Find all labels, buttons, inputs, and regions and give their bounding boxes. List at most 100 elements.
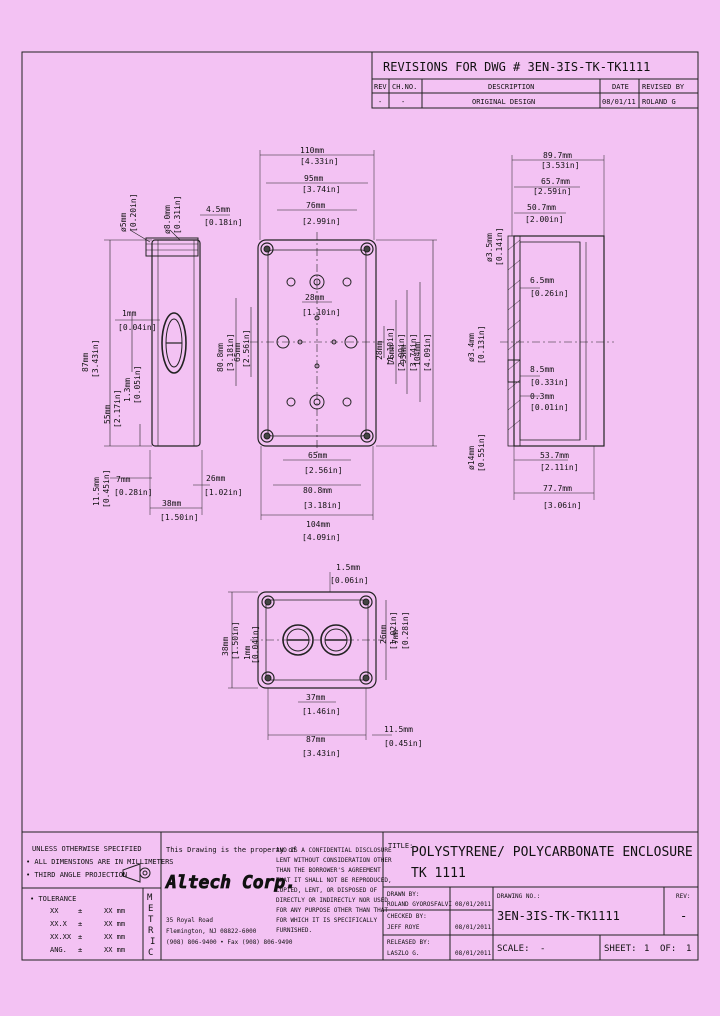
front-view bbox=[235, 150, 437, 520]
dim-label: 53.7mm bbox=[540, 451, 569, 460]
dim-label: 77.7mm bbox=[543, 484, 572, 493]
revised-by-value: ROLAND G bbox=[642, 98, 676, 106]
released-label: RELEASED BY: bbox=[387, 939, 430, 946]
title-block-text: UNLESS OTHERWISE SPECIFIED • ALL DIMENSI… bbox=[26, 842, 693, 958]
dim-label: [3.74in] bbox=[302, 185, 341, 194]
dim-label: [0.45in] bbox=[102, 469, 111, 508]
tolerance-format: XX.X bbox=[50, 920, 68, 928]
rev-value: - bbox=[378, 98, 382, 106]
tolerance-value: XX mm bbox=[104, 920, 125, 928]
right-view-dimensions: 89.7mm [3.53in] 65.7mm [2.59in] 50.7mm [… bbox=[467, 151, 582, 510]
dim-label: [3.43in] bbox=[302, 749, 341, 758]
revision-title: REVISIONS FOR DWG # 3EN-3IS-TK-TK1111 bbox=[383, 60, 650, 74]
dim-label: 8.5mm bbox=[530, 365, 554, 374]
note-projection: • THIRD ANGLE PROJECTION bbox=[26, 871, 127, 879]
dim-label: [1.10in] bbox=[386, 327, 395, 366]
dim-label: 95mm bbox=[399, 345, 408, 364]
dim-label: [2.11in] bbox=[540, 463, 579, 472]
metric-letter: I bbox=[150, 937, 155, 947]
dim-label: [2.17in] bbox=[113, 389, 122, 428]
corner-screw-icon bbox=[359, 595, 373, 609]
dim-label: 76mm bbox=[306, 201, 325, 210]
dim-label: 26mm bbox=[379, 625, 388, 644]
corner-screw-icon bbox=[359, 671, 373, 685]
dim-label: 1mm bbox=[122, 309, 137, 318]
left-view bbox=[104, 214, 230, 515]
tolerance-sign: ± bbox=[78, 933, 82, 941]
dim-label: 65.7mm bbox=[541, 177, 570, 186]
bottom-view bbox=[228, 572, 392, 740]
dim-label: [0.14in] bbox=[495, 227, 504, 266]
drawn-date: 08/01/2011 bbox=[455, 901, 492, 908]
tolerance-format: ANG. bbox=[50, 946, 67, 954]
dim-label: 7mm bbox=[391, 629, 400, 644]
dim-label: 0.3mm bbox=[530, 392, 554, 401]
dim-label: [4.33in] bbox=[300, 157, 339, 166]
rev-header: REV bbox=[374, 83, 387, 91]
scale-label: SCALE: bbox=[497, 944, 530, 954]
confidential-line: AND IS A CONFIDENTIAL DISCLOSURE bbox=[276, 847, 392, 854]
dim-label: [3.53in] bbox=[541, 161, 580, 170]
dim-label: [1.02in] bbox=[204, 488, 243, 497]
dim-label: 55mm bbox=[103, 405, 112, 424]
dim-label: ø14mm bbox=[467, 446, 476, 470]
dim-label: 11.5mm bbox=[384, 725, 413, 734]
confidential-line: LENT WITHOUT CONSIDERATION OTHER bbox=[276, 857, 392, 864]
corner-screw-icon bbox=[360, 429, 374, 443]
confidential-line: THAN THE BORROWER'S AGREEMENT bbox=[276, 867, 381, 874]
dim-label: 38mm bbox=[162, 499, 181, 508]
dim-label: [0.31in] bbox=[173, 195, 182, 234]
dim-label: ø5mm bbox=[119, 213, 128, 232]
dim-label: 50.7mm bbox=[527, 203, 556, 212]
corner-screw-icon bbox=[261, 671, 275, 685]
tolerance-value: XX mm bbox=[104, 933, 125, 941]
title-block bbox=[21, 831, 699, 961]
dim-label: [3.06in] bbox=[543, 501, 582, 510]
dim-label: 28mm bbox=[305, 293, 324, 302]
description-header: DESCRIPTION bbox=[488, 83, 534, 91]
dim-label: [0.06in] bbox=[330, 576, 369, 585]
confidential-line: COPIED, LENT, OR DISPOSED OF bbox=[276, 887, 378, 894]
dim-label: ø3.4mm bbox=[467, 333, 476, 362]
dim-label: 38mm bbox=[221, 637, 230, 656]
corner-screw-icon bbox=[260, 242, 274, 256]
released-by: LASZLO G. bbox=[387, 950, 420, 957]
note-dimensions: • ALL DIMENSIONS ARE IN MILLIMETERS bbox=[26, 858, 174, 866]
dim-label: ø8.0mm bbox=[163, 205, 172, 234]
dim-label: 65mm bbox=[308, 451, 327, 460]
drawn-label: DRAWN BY: bbox=[387, 891, 420, 898]
tolerance-value: XX mm bbox=[104, 946, 125, 954]
dim-label: [3.74in] bbox=[409, 333, 418, 372]
confidential-line: FURNISHED. bbox=[276, 927, 312, 934]
description-value: ORIGINAL DESIGN bbox=[472, 98, 535, 106]
right-view bbox=[500, 155, 614, 500]
dim-label: [0.28in] bbox=[114, 488, 153, 497]
dim-label: 1.5mm bbox=[336, 563, 360, 572]
drawing-no: 3EN-3IS-TK-TK1111 bbox=[497, 909, 620, 923]
confidential-line: FOR ANY PURPOSE OTHER THAN THAT bbox=[276, 907, 388, 914]
dim-label: [0.26in] bbox=[530, 289, 569, 298]
dim-label: [0.05in] bbox=[133, 365, 142, 404]
metric-letter: M bbox=[147, 893, 153, 903]
dim-label: 65mm bbox=[233, 343, 242, 362]
drawing-no-label: DRAWING NO.: bbox=[497, 893, 540, 900]
dim-label: 28mm bbox=[375, 341, 384, 360]
corner-screw-icon bbox=[360, 242, 374, 256]
chno-header: CH.NO. bbox=[392, 83, 417, 91]
dim-label: [0.45in] bbox=[384, 739, 423, 748]
checked-label: CHECKED BY: bbox=[387, 913, 427, 920]
projection-symbol-icon bbox=[122, 863, 151, 883]
dim-label: 37mm bbox=[306, 693, 325, 702]
dim-label: 110mm bbox=[300, 146, 324, 155]
dim-label: 87mm bbox=[306, 735, 325, 744]
dim-label: [1.10in] bbox=[302, 308, 341, 317]
dim-label: 6.5mm bbox=[530, 276, 554, 285]
dim-label: [3.18in] bbox=[303, 501, 342, 510]
dim-label: [0.20in] bbox=[129, 193, 138, 232]
of-value: 1 bbox=[686, 944, 691, 954]
dim-label: [2.59in] bbox=[533, 187, 572, 196]
chno-value: - bbox=[401, 98, 405, 106]
dim-label: [0.28in] bbox=[401, 611, 410, 650]
sheet-border bbox=[21, 51, 699, 961]
